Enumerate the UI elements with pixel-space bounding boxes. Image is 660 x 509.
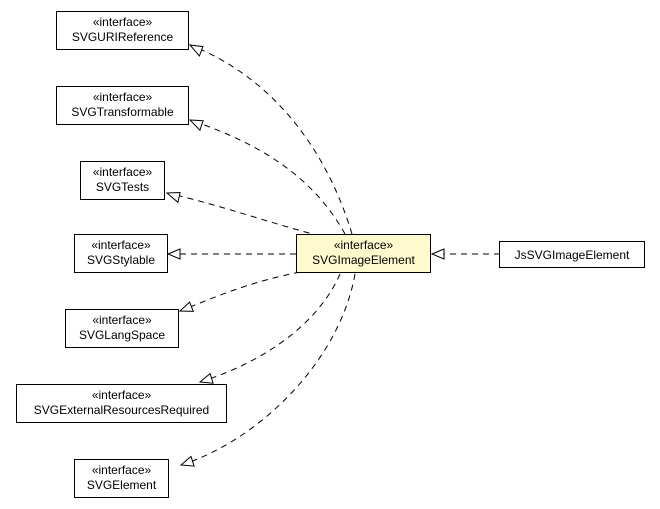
stereotype-label: «interface» [92,165,153,179]
arrowhead-image-element [430,248,445,260]
stereotype-label: «interface» [91,238,151,252]
class-name: JsSVGImageElement [514,248,630,262]
class-svg-stylable[interactable]: «interface» SVGStylable [74,234,168,273]
edge-image-to-externalresources [199,273,341,383]
stereotype-label: «interface» [91,388,152,402]
class-svguri-reference[interactable]: «interface» SVGURIReference [56,11,189,50]
stereotype-label: «interface» [92,90,153,104]
arrowhead-externalresources [198,372,214,384]
arrowhead-element [179,455,195,467]
class-name: SVGURIReference [71,30,174,44]
stereotype-label: «interface» [91,463,152,477]
arrowhead-tests [165,191,181,204]
arrowhead-transformable [188,119,204,132]
class-name: SVGTests [95,180,150,194]
arrowhead-langspace [178,301,195,312]
stereotype-label: «interface» [92,313,152,327]
edge-image-to-tests [166,192,321,237]
arrowhead-urireference [188,44,204,57]
class-svg-lang-space[interactable]: «interface» SVGLangSpace [65,309,179,348]
class-svg-external-resources-required[interactable]: «interface» SVGExternalResourcesRequired [16,384,227,423]
edge-image-to-urireference [189,44,353,235]
class-name: SVGElement [86,478,157,492]
class-svg-tests[interactable]: «interface» SVGTests [80,161,165,200]
class-svg-image-element[interactable]: «interface» SVGImageElement [296,234,431,273]
edge-image-to-transformable [189,119,346,235]
class-name: SVGImageElement [312,253,415,267]
class-name: SVGExternalResourcesRequired [33,403,210,417]
class-svg-element[interactable]: «interface» SVGElement [74,459,169,498]
edge-image-to-element [180,273,356,466]
class-js-svg-image-element[interactable]: JsSVGImageElement [499,241,645,268]
stereotype-label: «interface» [333,238,394,252]
class-svg-transformable[interactable]: «interface» SVGTransformable [56,86,189,125]
arrowhead-stylable [166,248,181,260]
class-name: SVGLangSpace [78,328,166,342]
edge-image-to-langspace [179,271,301,312]
class-name: SVGStylable [86,253,156,267]
stereotype-label: «interface» [92,15,153,29]
class-name: SVGTransformable [71,105,174,119]
